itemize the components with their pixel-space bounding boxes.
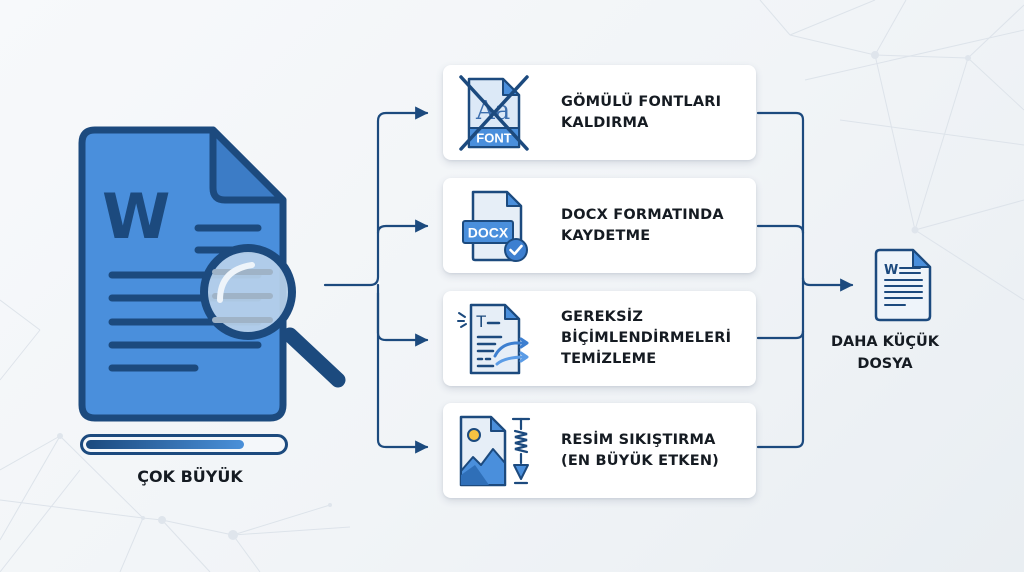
step-card-clean-formatting: T GEREKSİZ BİÇİMLENDİRMELERİ TEMİZLEME [443,291,756,386]
step-card-remove-fonts: Aa FONT GÖMÜLÜ FONTLARI KALDIRMA [443,65,756,160]
step-label-line: GÖMÜLÜ FONTLARI [561,93,722,110]
svg-text:DOCX: DOCX [468,225,509,241]
image-compress-icon [459,415,531,487]
step-label-line: BİÇİMLENDİRMELERİ [561,330,732,346]
output-label-line: DAHA KÜÇÜK [830,334,940,350]
step-label-line: RESİM SIKIŞTIRMA [561,431,716,448]
step-label: GEREKSİZ BİÇİMLENDİRMELERİ TEMİZLEME [561,291,746,386]
step-label-line: KALDIRMA [561,114,649,131]
step-label-line: DOCX FORMATINDA [561,206,724,223]
svg-text:W: W [102,180,170,253]
svg-text:T: T [476,312,486,331]
docx-file-check-icon: DOCX [462,190,528,262]
svg-text:W: W [884,263,898,278]
step-label-line: (EN BÜYÜK ETKEN) [561,452,719,469]
step-label: DOCX FORMATINDA KAYDETME [561,178,746,273]
output-label-line: DOSYA [857,356,913,372]
svg-text:FONT: FONT [476,131,511,146]
input-size-label: ÇOK BÜYÜK [137,467,243,486]
step-label-line: KAYDETME [561,227,651,244]
step-card-save-docx: DOCX DOCX FORMATINDA KAYDETME [443,178,756,273]
clean-formatting-icon: T [457,303,529,375]
step-label-line: GEREKSİZ [561,309,644,325]
step-label: GÖMÜLÜ FONTLARI KALDIRMA [561,65,746,160]
size-indicator-bar [80,434,288,455]
size-indicator-fill [86,440,244,449]
step-label-line: TEMİZLEME [561,351,657,367]
step-label: RESİM SIKIŞTIRMA (EN BÜYÜK ETKEN) [561,403,746,498]
step-card-compress-images: RESİM SIKIŞTIRMA (EN BÜYÜK ETKEN) [443,403,756,498]
output-label: DAHA KÜÇÜK DOSYA [820,331,950,375]
no-embedded-font-icon: Aa FONT [459,75,529,151]
